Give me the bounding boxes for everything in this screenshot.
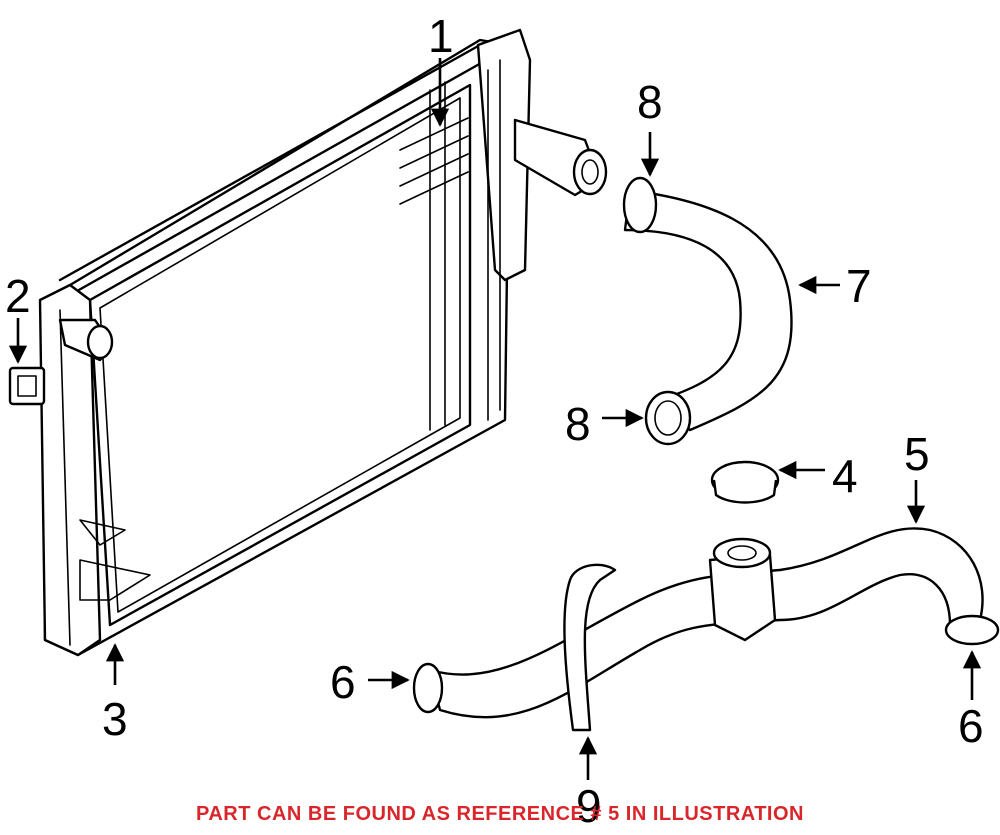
bypass-hose xyxy=(563,563,617,732)
callout-8-bottom: 8 xyxy=(565,398,591,450)
lower-radiator-hose xyxy=(412,527,1000,719)
radiator xyxy=(8,28,608,657)
callout-8-top: 8 xyxy=(637,76,663,128)
callout-1: 1 xyxy=(428,10,454,62)
callout-6-left: 6 xyxy=(330,656,356,708)
callout-3: 3 xyxy=(102,693,128,745)
callout-9: 9 xyxy=(576,780,602,832)
callout-arrows xyxy=(8,58,982,780)
lower-hose-clamp-left xyxy=(412,662,444,714)
upper-hose-clamp-bottom xyxy=(644,390,692,446)
radiator-cap xyxy=(710,460,780,504)
callout-4: 4 xyxy=(832,450,858,502)
callout-5: 5 xyxy=(904,428,930,480)
reference-notice: PART CAN BE FOUND AS REFERENCE # 5 IN IL… xyxy=(196,803,804,825)
upper-radiator-hose xyxy=(622,176,793,446)
callout-2: 2 xyxy=(5,270,31,322)
lower-hose-clamp-right xyxy=(944,614,1000,646)
upper-hose-clamp-top xyxy=(622,176,658,234)
callout-7: 7 xyxy=(846,260,872,312)
callout-6-right: 6 xyxy=(958,700,984,752)
